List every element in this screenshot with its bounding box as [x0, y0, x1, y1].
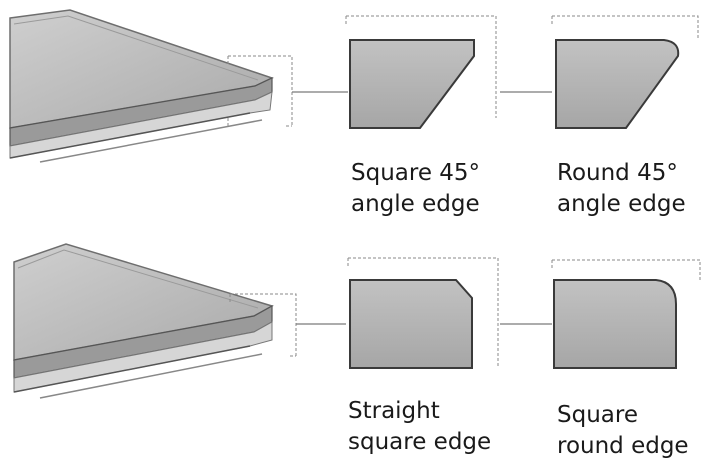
bracket-square-45: [345, 15, 497, 118]
panel-flat-rim: [17, 249, 259, 309]
label-line-2: square edge: [348, 429, 492, 455]
detail-bracket-top: [227, 55, 293, 127]
label-round-45-angle-edge: Round 45° angle edge: [557, 158, 686, 220]
label-line-1: Round 45°: [557, 160, 678, 186]
panel-bevel-top: [9, 9, 348, 163]
bracket-square-round: [551, 259, 701, 282]
label-line-2: angle edge: [351, 191, 480, 217]
profile-square-round: [551, 259, 701, 369]
shape-round-45: [555, 39, 680, 129]
shape-square-round: [553, 279, 677, 369]
detail-bracket-bottom: [229, 293, 297, 357]
shape-square-45: [349, 39, 475, 129]
bracket-round-45: [551, 15, 699, 40]
panel-top-rim: [13, 15, 259, 81]
label-line-2: angle edge: [557, 191, 686, 217]
label-straight-square-edge: Straight square edge: [348, 396, 491, 458]
label-line-1: Square: [557, 402, 638, 428]
shape-straight-square: [349, 279, 473, 369]
panel-bottom-line: [9, 112, 251, 159]
panel-flat-bottom: [13, 243, 346, 399]
label-square-45-angle-edge: Square 45° angle edge: [351, 158, 480, 220]
profile-round-45: [551, 15, 699, 129]
panel-flat-bottom-line: [13, 345, 251, 393]
panel-flat-shadow-line: [39, 353, 263, 399]
label-square-round-edge: Square round edge: [557, 400, 689, 462]
label-line-2: round edge: [557, 433, 689, 459]
bracket-straight-square: [347, 257, 499, 368]
label-line-1: Square 45°: [351, 160, 481, 186]
label-line-1: Straight: [348, 398, 440, 424]
panel-shadow-line: [39, 119, 263, 163]
profile-straight-square: [347, 257, 552, 369]
profile-square-45: [345, 15, 552, 129]
